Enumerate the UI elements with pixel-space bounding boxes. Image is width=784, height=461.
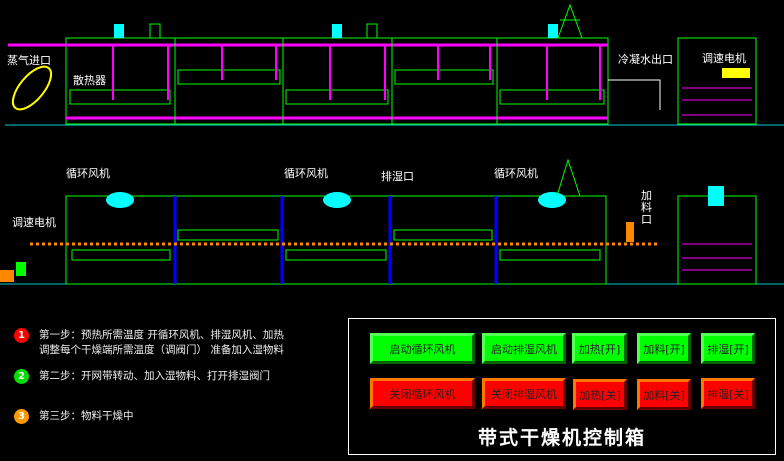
fan3-label: 循环风机 xyxy=(494,167,538,180)
condensate-outlet-label: 冷凝水出口 xyxy=(618,53,673,66)
step-number-badge: 1 xyxy=(14,328,29,343)
radiator-label: 散热器 xyxy=(73,74,106,87)
exhaust-label: 排湿口 xyxy=(381,170,414,183)
stop-circulation-fan-button[interactable]: 关闭循环风机 xyxy=(370,378,475,409)
feed-port-label: 加料口 xyxy=(641,189,652,226)
step-text: 第二步：开网带转动、加入湿物料、打开排湿阀门 xyxy=(39,370,270,382)
control-panel: 启动循环风机 启动排湿风机 加热[开] 加料[开] 排湿[开] 关闭循环风机 关… xyxy=(348,318,776,455)
step-text: 第一步：预热所需温度 开循环风机、排湿风机、加热 xyxy=(39,329,284,341)
motor-left-label: 调速电机 xyxy=(12,216,56,229)
step-3: 3 第三步：物料干燥中 xyxy=(14,409,134,424)
dryer-diagram xyxy=(0,3,784,285)
steam-inlet-label: 蒸气进口 xyxy=(7,54,51,67)
step-text-2: 调整每个干燥端所需温度（调阀门） 准备加入湿物料 xyxy=(39,344,284,356)
stop-exhaust-fan-button[interactable]: 关闭排湿风机 xyxy=(482,378,566,409)
step-1: 1 第一步：预热所需温度 开循环风机、排湿风机、加热调整每个干燥端所需温度（调阀… xyxy=(14,328,284,358)
dehumidify-on-button[interactable]: 排湿[开] xyxy=(701,333,755,364)
step-text: 第三步：物料干燥中 xyxy=(39,410,134,422)
control-panel-title: 带式干燥机控制箱 xyxy=(477,427,646,449)
feed-off-button[interactable]: 加料[关] xyxy=(637,379,691,410)
heat-off-button[interactable]: 加热[关] xyxy=(573,379,627,410)
start-exhaust-fan-button[interactable]: 启动排湿风机 xyxy=(482,333,566,364)
step-number-badge: 2 xyxy=(14,369,29,384)
feed-on-button[interactable]: 加料[开] xyxy=(637,333,691,364)
heat-on-button[interactable]: 加热[开] xyxy=(572,333,627,364)
start-circulation-fan-button[interactable]: 启动循环风机 xyxy=(370,333,475,364)
top-dryer-unit xyxy=(5,3,784,126)
dehumidify-off-button[interactable]: 排湿[关] xyxy=(701,378,755,409)
step-2: 2 第二步：开网带转动、加入湿物料、打开排湿阀门 xyxy=(14,369,270,384)
fan1-label: 循环风机 xyxy=(66,167,110,180)
bottom-dryer-unit xyxy=(0,158,784,285)
fan2-label: 循环风机 xyxy=(284,167,328,180)
motor-top-label: 调速电机 xyxy=(702,52,746,65)
step-number-badge: 3 xyxy=(14,409,29,424)
